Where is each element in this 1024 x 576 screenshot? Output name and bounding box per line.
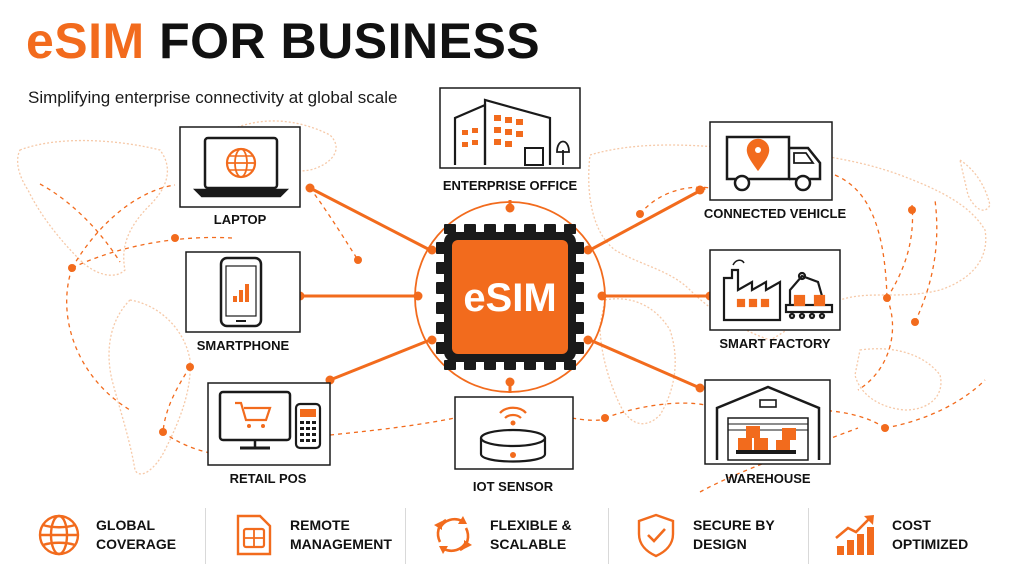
feature-remote-management: REMOTE MANAGEMENT	[230, 505, 392, 565]
feature-line2: MANAGEMENT	[290, 536, 392, 552]
factory-robot-icon	[722, 259, 834, 322]
feature-line1: SECURE BY	[693, 517, 775, 533]
esim-chip: eSIM	[436, 224, 584, 370]
title-accent: eSIM	[26, 13, 145, 69]
office-label: ENTERPRISE OFFICE	[443, 178, 578, 193]
laptop-label: LAPTOP	[214, 212, 267, 227]
warehouse-icon	[715, 385, 821, 461]
feature-line1: COST	[892, 517, 931, 533]
page-title: eSIM FOR BUSINESS	[26, 16, 540, 66]
feature-line2: OPTIMIZED	[892, 536, 969, 552]
node-warehouse: WAREHOUSE	[704, 379, 831, 486]
node-iot-sensor: IOT SENSOR	[454, 396, 574, 494]
divider	[808, 508, 809, 564]
network-dashed-lines	[39, 174, 986, 493]
solid-connectors	[300, 186, 710, 393]
feature-line1: FLEXIBLE &	[490, 517, 572, 533]
office-building-icon	[453, 98, 570, 166]
refresh-arrows-icon	[434, 516, 472, 554]
sim-card-icon	[236, 514, 272, 556]
laptop-icon	[192, 136, 290, 198]
feature-global-coverage: GLOBAL COVERAGE	[36, 505, 176, 565]
divider	[405, 508, 406, 564]
node-smart-factory: SMART FACTORY	[709, 249, 841, 351]
divider	[205, 508, 206, 564]
network-nodes	[68, 206, 919, 436]
page-subtitle: Simplifying enterprise connectivity at g…	[28, 88, 398, 107]
title-rest: FOR BUSINESS	[159, 13, 541, 69]
warehouse-label: WAREHOUSE	[725, 471, 811, 486]
node-connected-vehicle: CONNECTED VEHICLE	[704, 121, 847, 221]
shield-check-icon	[637, 513, 675, 558]
iot-label: IOT SENSOR	[473, 479, 554, 494]
feature-line1: GLOBAL	[96, 517, 156, 533]
connectivity-diagram: eSIM LAPTOP	[17, 87, 991, 494]
feature-line2: COVERAGE	[96, 536, 177, 552]
feature-line2: DESIGN	[693, 536, 747, 552]
feature-line2: SCALABLE	[490, 536, 567, 552]
node-laptop: LAPTOP	[179, 126, 301, 227]
pos-label: RETAIL POS	[230, 471, 307, 486]
smartphone-icon	[219, 256, 263, 328]
chip-label: eSIM	[463, 276, 556, 320]
feature-secure-by-design: SECURE BY DESIGN	[633, 505, 775, 565]
world-map-background	[17, 120, 991, 475]
vehicle-label: CONNECTED VEHICLE	[704, 206, 847, 221]
divider	[608, 508, 609, 564]
delivery-truck-icon	[725, 135, 822, 192]
factory-label: SMART FACTORY	[719, 336, 831, 351]
feature-flexible-scalable: FLEXIBLE & SCALABLE	[430, 505, 572, 565]
feature-cost-optimized: COST OPTIMIZED	[832, 505, 968, 565]
node-retail-pos: RETAIL POS	[207, 382, 331, 486]
feature-line1: REMOTE	[290, 517, 350, 533]
node-enterprise-office: ENTERPRISE OFFICE	[439, 87, 581, 193]
smartphone-label: SMARTPHONE	[197, 338, 290, 353]
iot-sensor-icon	[479, 406, 547, 463]
growth-chart-icon	[835, 515, 874, 555]
pos-terminal-icon	[218, 390, 322, 450]
globe-icon	[38, 514, 80, 556]
node-smartphone: SMARTPHONE	[185, 251, 301, 353]
